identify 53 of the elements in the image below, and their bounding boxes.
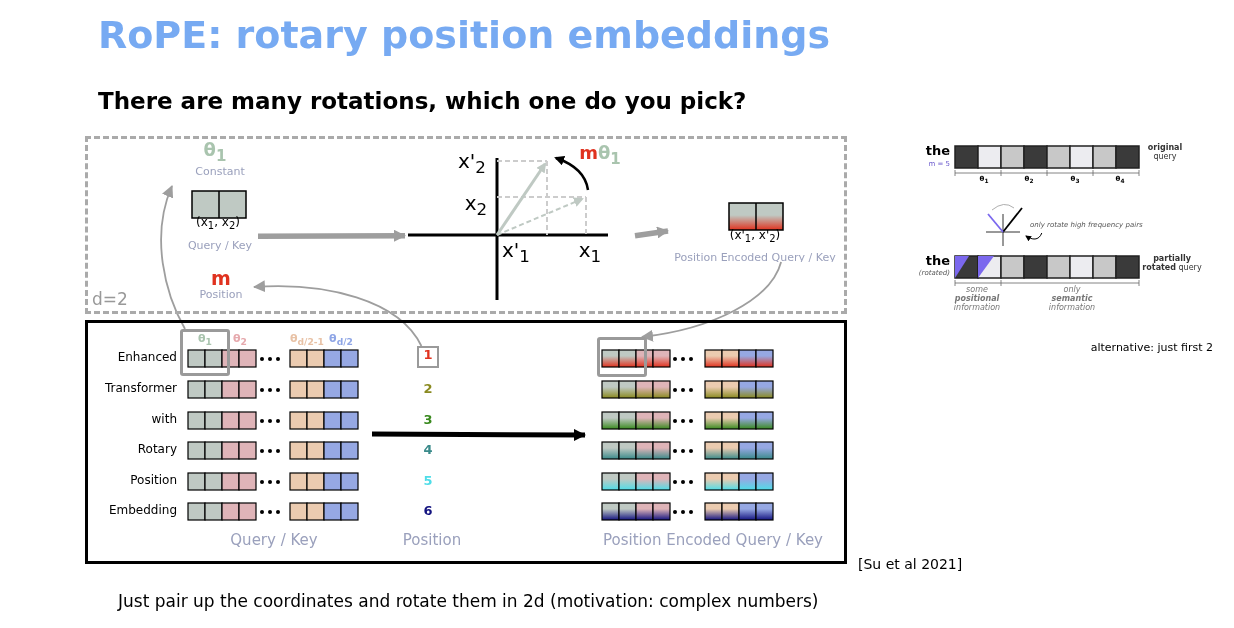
highlight-frame <box>180 329 230 376</box>
node-label: Query / Key <box>187 240 253 253</box>
row-label: Enhanced <box>117 351 177 365</box>
arrow <box>1025 232 1043 242</box>
row-label: Position <box>130 474 177 488</box>
coordinate-label: (x'$_{1}$, x'$_{2}$) <box>729 229 781 245</box>
position-number: 4 <box>423 443 433 458</box>
row-label: Embedding <box>108 504 177 518</box>
arrow <box>160 185 186 330</box>
column-caption: Position <box>402 532 462 550</box>
axis-label: x$_{2}$ <box>464 192 488 220</box>
dimension-label: d=2 <box>92 290 128 310</box>
arrow <box>258 229 406 242</box>
arrow <box>253 280 423 347</box>
position-box <box>417 346 439 368</box>
arrow <box>372 429 586 441</box>
axis-label: x$_{1}$ <box>578 239 602 267</box>
footnote: Just pair up the coordinates and rotate them in 2d (motivation: complex numbers) <box>118 592 819 612</box>
note: alternative: just first 2 <box>1090 342 1213 355</box>
angle-symbol: θ$_{2}$ <box>233 333 247 348</box>
bar-caption: original query <box>1146 143 1184 162</box>
bracket-caption: some positional information <box>952 285 1002 313</box>
position-number: 2 <box>423 382 433 397</box>
arrow <box>634 226 669 239</box>
angle-label: mθ$_{1}$ <box>579 143 621 168</box>
arrow <box>641 261 782 342</box>
dashed-panel <box>85 136 847 314</box>
column-caption: Position Encoded Query / Key <box>603 532 823 550</box>
coordinate-label: (x$_{1}$, x$_{2}$) <box>196 216 240 232</box>
axis-label: x'$_{1}$ <box>502 239 530 267</box>
position-number: 6 <box>423 504 433 519</box>
node-label: Position <box>199 289 243 302</box>
column-caption: Query / Key <box>230 532 318 550</box>
angle-symbol: θ$_{1}$ <box>203 140 227 165</box>
row-label: Transformer <box>105 382 177 396</box>
bar-caption: partially rotated query <box>1141 254 1203 273</box>
highlight-frame <box>597 337 647 377</box>
axis-label: x'$_{2}$ <box>458 150 486 178</box>
row-label: with <box>151 413 177 427</box>
solid-panel <box>85 320 847 564</box>
token-word: the <box>925 254 950 269</box>
subtitle: There are many rotations, which one do you pick? <box>98 88 747 115</box>
position-symbol: m <box>211 268 231 290</box>
row-label: Rotary <box>137 443 177 457</box>
token-word: the <box>925 144 950 159</box>
title: RoPE: rotary position embeddings <box>98 14 831 58</box>
bracket-caption: only semantic information <box>1047 285 1097 313</box>
position-number: 3 <box>423 413 433 428</box>
angle-symbol: θ$_{1}$ <box>198 333 212 348</box>
position-number: 5 <box>423 474 433 489</box>
position-number: 1 <box>423 348 433 363</box>
node-label: Constant <box>195 166 245 179</box>
citation: [Su et al 2021] <box>858 556 963 573</box>
